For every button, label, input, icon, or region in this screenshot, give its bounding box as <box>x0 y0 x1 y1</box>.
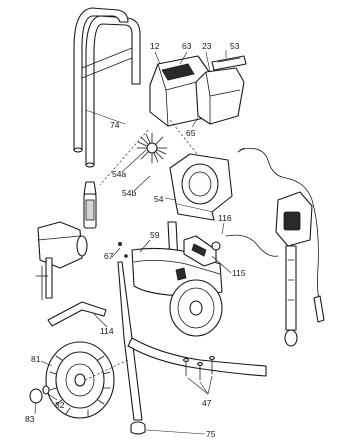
callout-59: 59 <box>150 230 160 240</box>
callout-53: 53 <box>230 41 240 51</box>
callout-82: 82 <box>55 400 65 410</box>
fan <box>136 132 168 164</box>
screws-47 <box>183 356 215 381</box>
callout-12: 12 <box>150 41 160 51</box>
shroud-cover <box>195 67 245 125</box>
spray-gun-left <box>35 221 88 301</box>
callout-83: 83 <box>25 414 35 424</box>
callout-23: 23 <box>202 41 212 51</box>
callout-54: 54 <box>154 194 164 204</box>
power-cord <box>239 147 323 315</box>
callout-54a: 54a <box>112 169 126 179</box>
retaining-ring <box>42 385 50 395</box>
pump-assembly <box>275 191 325 347</box>
callout-63: 63 <box>182 41 192 51</box>
foot-cap <box>130 421 146 435</box>
handle-wire <box>47 301 107 327</box>
callout-115: 115 <box>232 268 246 278</box>
callout-labels: 12 63 23 53 74 65 54a 54b 54 116 59 67 1… <box>25 41 246 439</box>
callout-74: 74 <box>110 120 120 130</box>
callout-67: 67 <box>104 251 114 261</box>
rear-wheel <box>169 279 223 337</box>
hubcap <box>29 388 43 404</box>
fluid-hose <box>225 234 279 257</box>
callout-116: 116 <box>218 213 232 223</box>
label-plate <box>211 55 247 71</box>
callout-114: 114 <box>100 326 114 336</box>
callout-54b: 54b <box>122 188 136 198</box>
callout-75: 75 <box>206 429 216 439</box>
leader-lines <box>34 50 232 435</box>
filter-tube <box>83 181 97 229</box>
motor-housing <box>169 153 233 221</box>
callout-47: 47 <box>202 398 212 408</box>
callout-65: 65 <box>186 128 196 138</box>
handle-frame <box>73 7 141 168</box>
callout-81: 81 <box>31 354 41 364</box>
front-wheel <box>45 341 115 419</box>
